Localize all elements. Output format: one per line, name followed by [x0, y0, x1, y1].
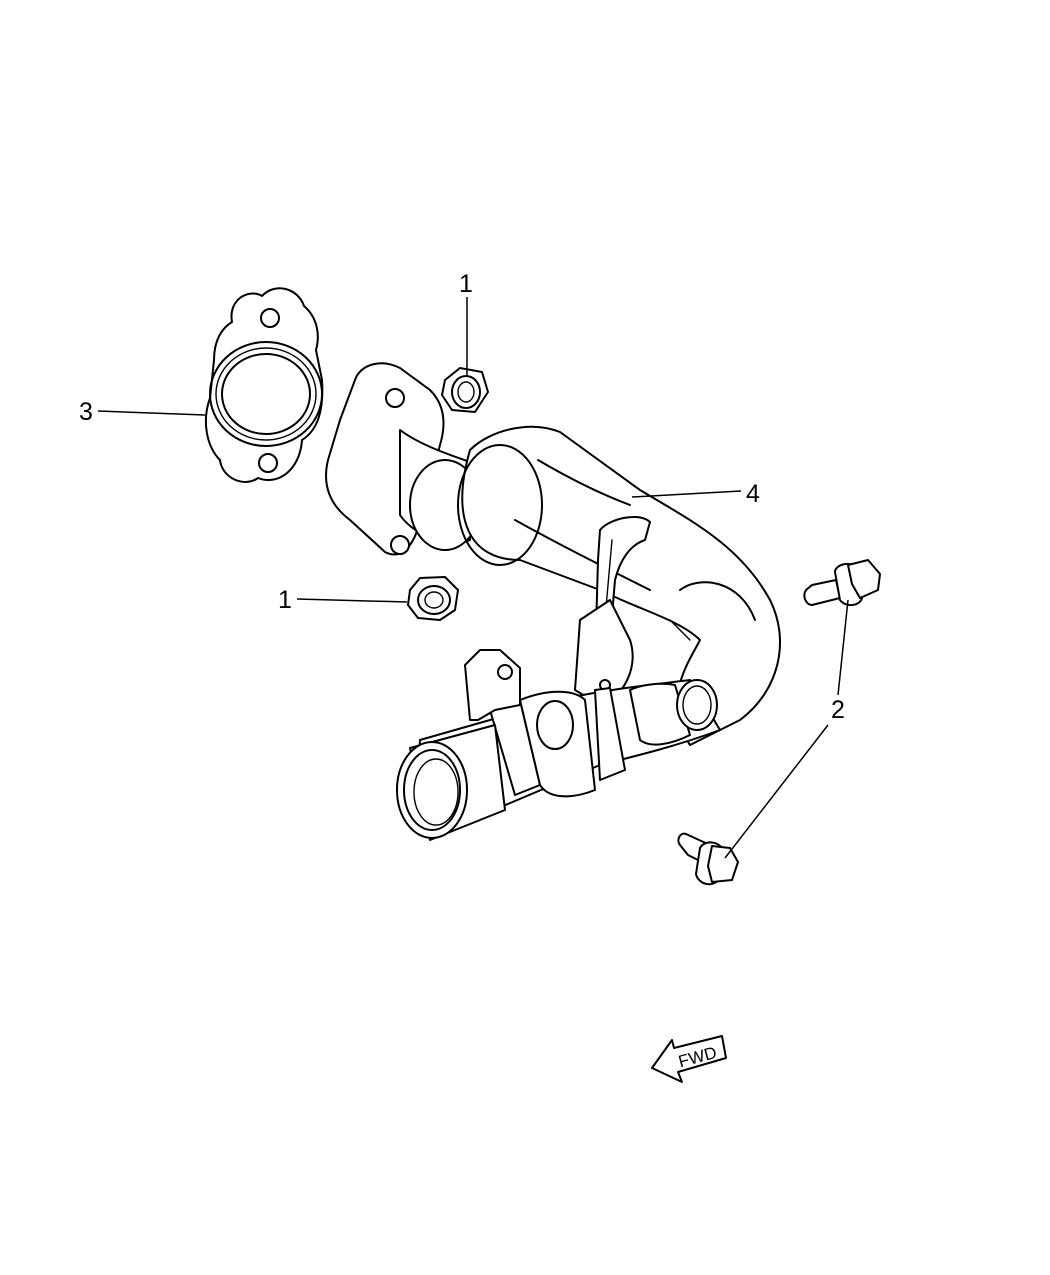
callout-gasket: 3	[79, 398, 93, 426]
callout-nut-top: 1	[459, 270, 473, 298]
leader-nut-left	[296, 598, 408, 603]
gasket	[204, 287, 324, 483]
flange-bolt-lower	[677, 832, 739, 886]
forward-direction-arrow: FWD	[651, 1035, 727, 1083]
flange-bolt-upper	[803, 559, 881, 606]
leader-gasket	[97, 410, 206, 416]
callout-nut-left: 1	[278, 586, 292, 614]
leader-tube	[631, 490, 742, 498]
leader-bolt-lower	[724, 724, 829, 859]
callout-bolt: 2	[831, 696, 845, 724]
coolant-tube	[325, 362, 781, 841]
leader-bolt-upper	[837, 599, 849, 696]
callout-tube: 4	[746, 480, 760, 508]
hex-nut-left	[407, 576, 459, 621]
hex-nut-top	[441, 367, 489, 413]
